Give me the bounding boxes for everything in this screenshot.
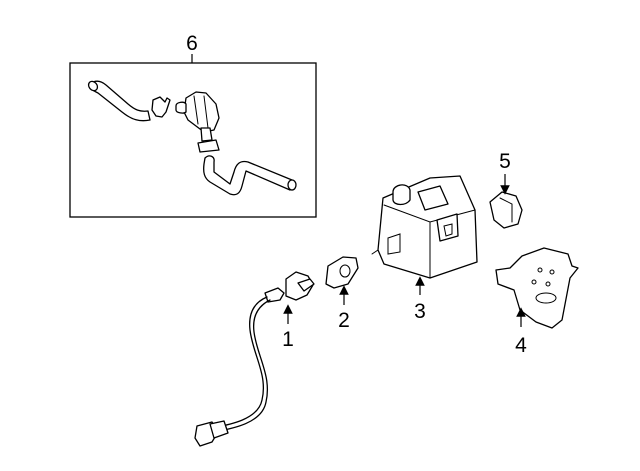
callout-3[interactable]: 3 <box>414 276 426 323</box>
callout-number-2: 2 <box>338 309 350 332</box>
callout-2[interactable]: 2 <box>338 285 350 332</box>
callout-5[interactable]: 5 <box>499 150 511 195</box>
callout-number-3: 3 <box>414 300 426 323</box>
hose-kit-illustration <box>87 80 297 196</box>
callout-number-1: 1 <box>282 328 294 351</box>
callout-number-5: 5 <box>499 150 511 173</box>
vacuum-switching-valve-illustration <box>489 191 523 229</box>
vapor-canister-illustration <box>371 175 478 279</box>
gasket-illustration <box>325 256 359 289</box>
callout-number-4: 4 <box>515 334 527 357</box>
oxygen-sensor-illustration <box>194 271 315 447</box>
callout-number-6: 6 <box>186 32 198 55</box>
bracket-illustration <box>495 247 579 329</box>
callout-4[interactable]: 4 <box>515 307 527 357</box>
callout-1[interactable]: 1 <box>282 304 294 351</box>
callout-6[interactable]: 6 <box>186 32 198 63</box>
